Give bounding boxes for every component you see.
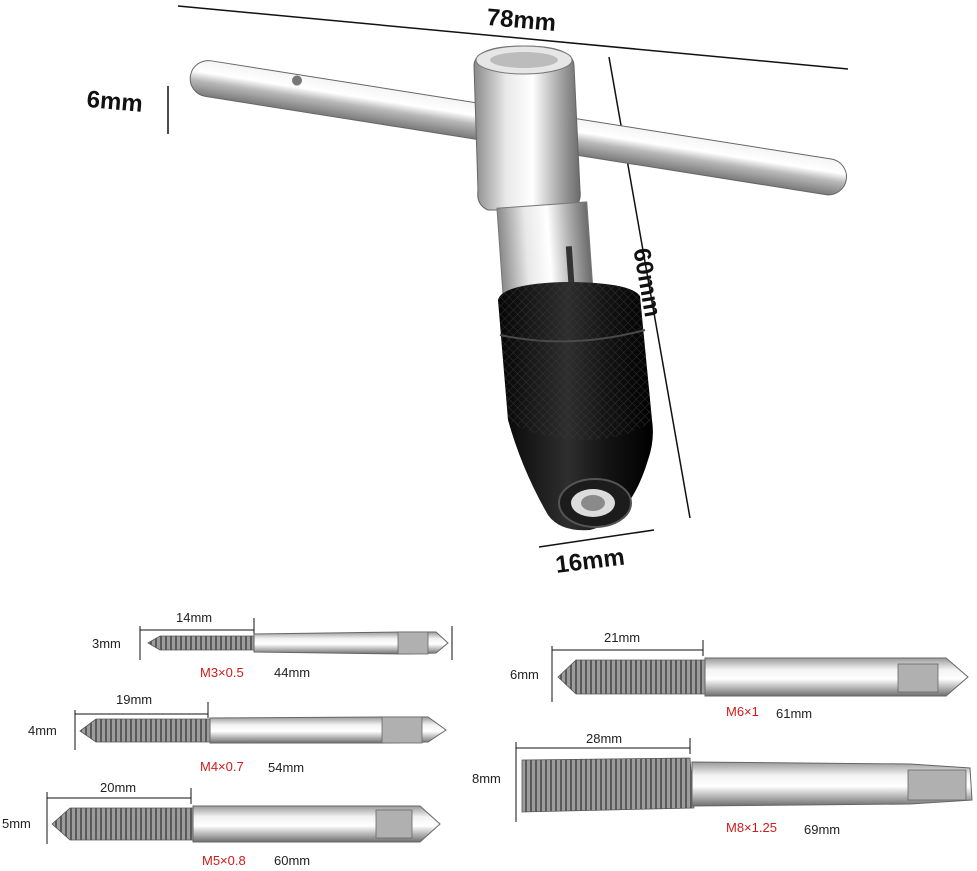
tap-m3-image [139,618,453,660]
tap-m8-length-label: 69mm [804,822,841,837]
tap-m6-length-label: 61mm [776,706,813,721]
tap-m3-length-label: 44mm [274,665,311,680]
tap-m8-image [515,738,973,822]
tap-m6-image [551,640,969,702]
tap-m4-length-label: 54mm [268,760,305,775]
tap-m5-spec-label: M5×0.8 [202,853,246,868]
tap-m5-thread-length-label: 20mm [100,780,137,795]
tap-m8-thread-length-label: 28mm [586,731,623,746]
tap-m6-diameter-label: 6mm [510,667,539,682]
tap-m5-image [46,788,441,844]
tap-m8-diameter-label: 8mm [472,771,501,786]
tap-m6-spec-label: M6×1 [726,704,759,719]
tap-m6-thread-length-label: 21mm [604,630,641,645]
tap-m4-spec-label: M4×0.7 [200,759,244,774]
width-dimension-label: 78mm [485,4,558,37]
width-dimension-line [177,5,849,70]
tap-m4-image [74,702,447,750]
rod-diameter-dimension-label: 6mm [85,86,144,118]
tap-m5-length-label: 60mm [274,853,311,868]
t-wrench-image [189,45,847,531]
tap-m3-diameter-label: 3mm [92,636,121,651]
tap-m8-spec-label: M8×1.25 [726,820,777,835]
chuck-dimension-line [538,529,655,548]
tap-m4-thread-length-label: 19mm [116,692,153,707]
tap-m3-thread-length-label: 14mm [176,610,213,625]
tap-m3-spec-label: M3×0.5 [200,665,244,680]
tap-m4-diameter-label: 4mm [28,723,57,738]
tap-m5-diameter-label: 5mm [2,816,31,831]
